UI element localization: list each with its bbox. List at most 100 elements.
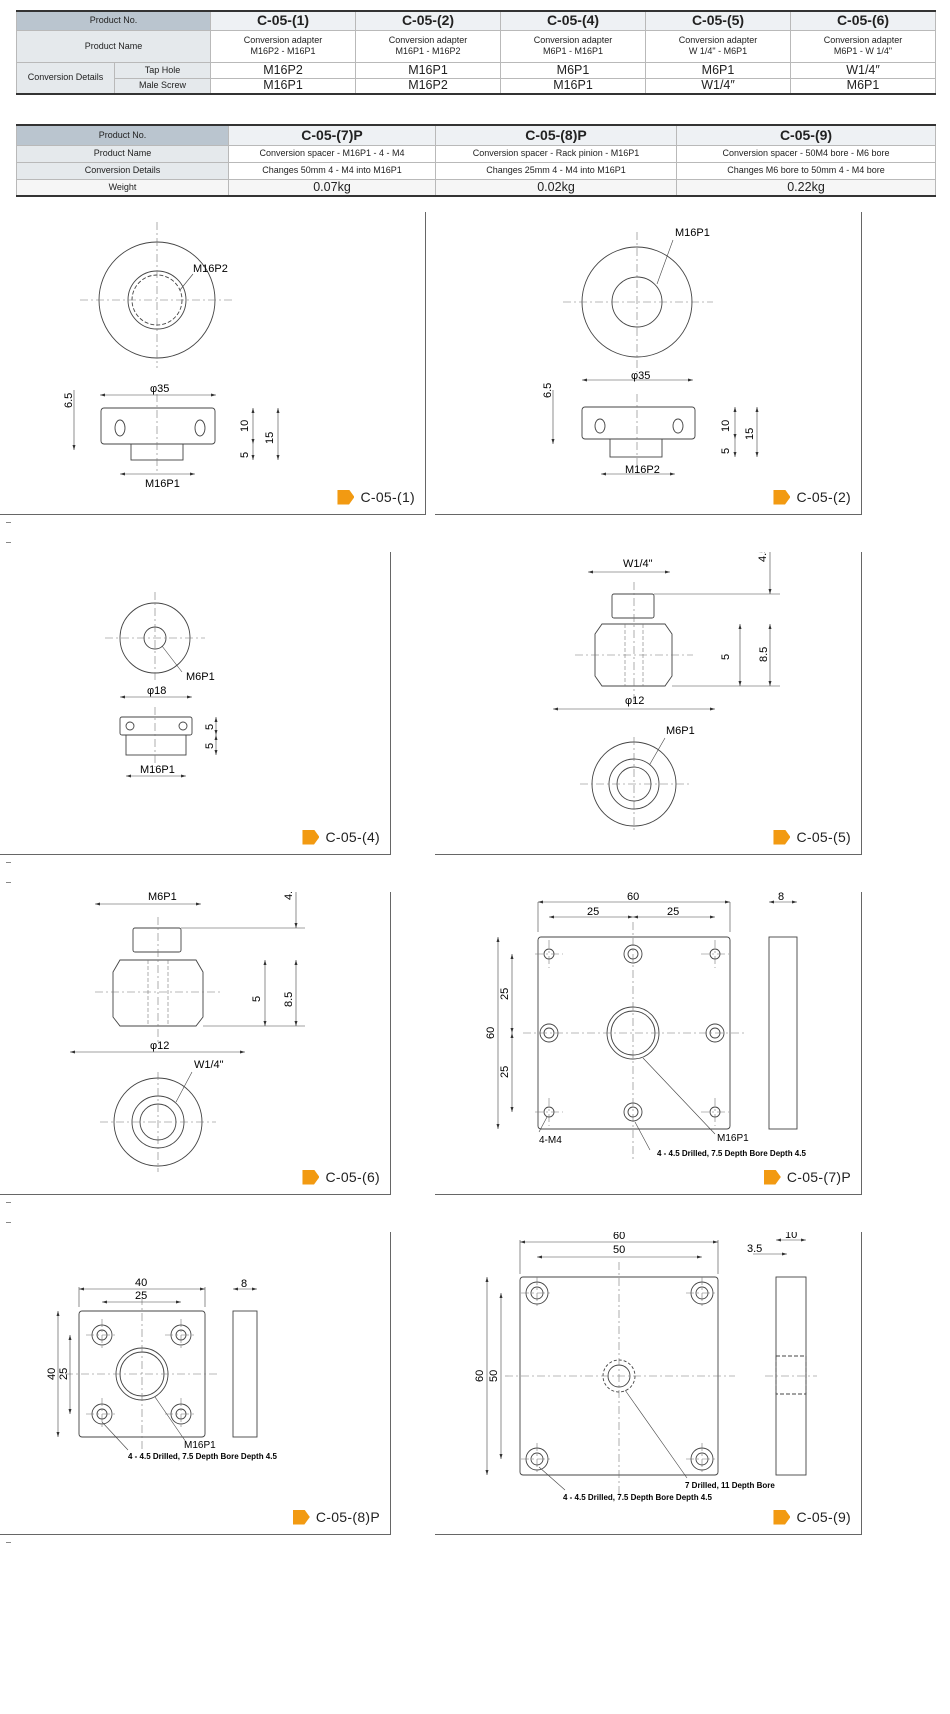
drawing-label: C-05-(7)P <box>786 1169 851 1185</box>
product-name: Conversion spacer - 50M4 bore - M6 bore <box>676 144 936 163</box>
diameter-label: φ18 <box>147 685 166 697</box>
tap-hole-value: M16P1 <box>355 61 501 79</box>
bottom-thread-label: M16P1 <box>145 478 180 490</box>
drawing-label-tag: C-05-(4) <box>302 828 380 846</box>
tap-hole-value: W1/4″ <box>790 61 936 79</box>
height-label: 5 <box>251 996 263 1002</box>
width-label: 25 <box>667 906 679 918</box>
drawing-label-tag: C-05-(5) <box>773 828 851 846</box>
product-name: Conversion spacer - Rack pinion - M16P1 <box>435 144 677 163</box>
center-thread-label: M16P1 <box>184 1440 216 1451</box>
product-name-label: Product Name <box>16 29 211 63</box>
thread-label: M16P2 <box>193 263 228 275</box>
weight-value: 0.02kg <box>435 178 677 197</box>
drawing-label-tag: C-05-(9) <box>773 1508 851 1526</box>
thread-label: W1/4" <box>194 1059 224 1071</box>
product-code: C-05-(7)P <box>228 124 436 146</box>
thread-label: M16P1 <box>675 227 710 239</box>
height-label: 5 <box>204 724 216 730</box>
offset-label: 3.5 <box>747 1243 762 1255</box>
product-code: C-05-(1) <box>210 10 356 31</box>
thread-label: M6P1 <box>186 671 215 683</box>
conversion-details-label: Conversion Details <box>16 61 115 95</box>
width-label: 60 <box>627 892 639 903</box>
divider-mark <box>6 882 11 883</box>
drawing-label: C-05-(5) <box>796 829 851 845</box>
top-thread-label: M6P1 <box>148 892 177 903</box>
height-label: 5 <box>239 452 251 458</box>
spec-table-1: Product No. C-05-(1) C-05-(2) C-05-(4) C… <box>16 10 936 95</box>
drawing-label: C-05-(4) <box>325 829 380 845</box>
height-label: 50 <box>488 1370 500 1382</box>
drawing-label-tag: C-05-(1) <box>337 488 415 506</box>
drawing-c-05-1-svg: M16P2 φ35 6.5 10 15 5 M16P1 <box>63 222 280 490</box>
conversion-detail: Changes 50mm 4 - M4 into M16P1 <box>228 161 436 180</box>
drawing-label: C-05-(8)P <box>315 1509 380 1525</box>
drawing-c-05-8p: 40 25 8 40 25 M16P1 4 - 4.5 Drilled, 7.5… <box>0 1232 391 1535</box>
tap-hole-value: M16P2 <box>210 61 356 79</box>
drawing-c-05-5-svg: W1/4" 4.5 8.5 5 φ12 M6P1 <box>553 552 780 832</box>
product-name: Conversion spacer - M16P1 - 4 - M4 <box>228 144 436 163</box>
divider-mark <box>6 542 11 543</box>
height-label: 15 <box>264 432 276 444</box>
width-label: 50 <box>613 1244 625 1256</box>
height-label: 10 <box>720 420 732 432</box>
top-thread-label: W1/4" <box>623 558 653 570</box>
width-label: 25 <box>135 1290 147 1302</box>
orange-arrow-icon <box>337 489 355 505</box>
center-hole-note: 7 Drilled, 11 Depth Bore <box>685 1481 775 1490</box>
bottom-thread-label: M16P2 <box>625 464 660 476</box>
product-no-label: Product No. <box>16 10 211 31</box>
height-label: 60 <box>485 1027 497 1039</box>
spec-table-2: Product No. C-05-(7)P C-05-(8)P C-05-(9)… <box>16 124 936 197</box>
drawing-c-05-8p-svg: 40 25 8 40 25 M16P1 4 - 4.5 Drilled, 7.5… <box>46 1277 277 1461</box>
height-label: 5 <box>720 448 732 454</box>
diameter-label: φ35 <box>631 370 650 382</box>
drawing-c-05-1: M16P2 φ35 6.5 10 15 5 M16P1 C-05-(1) <box>0 212 426 515</box>
height-label: 25 <box>58 1368 70 1380</box>
height-label: 15 <box>744 428 756 440</box>
weight-label: Weight <box>16 178 229 197</box>
divider-mark <box>6 522 11 523</box>
height-label: 5 <box>720 654 732 660</box>
orange-arrow-icon <box>773 489 791 505</box>
orange-arrow-icon <box>302 829 320 845</box>
drawing-label: C-05-(6) <box>325 1169 380 1185</box>
drawing-c-05-9: 60 50 10 3.5 60 50 7 Drilled, 11 Depth B… <box>435 1232 862 1535</box>
thread-label: M6P1 <box>666 725 695 737</box>
diameter-label: φ12 <box>150 1040 169 1052</box>
diameter-label: φ35 <box>150 383 169 395</box>
product-code: C-05-(8)P <box>435 124 677 146</box>
weight-value: 0.07kg <box>228 178 436 197</box>
drawing-c-05-6-svg: M6P1 4.5 8.5 5 φ12 W1/4" <box>70 892 305 1172</box>
height-label: 4.5 <box>757 552 769 562</box>
male-screw-value: M16P1 <box>210 77 356 95</box>
drawing-label: C-05-(2) <box>796 489 851 505</box>
male-screw-value: M6P1 <box>790 77 936 95</box>
holes-label: 4-M4 <box>539 1135 562 1146</box>
width-label: 40 <box>135 1277 147 1289</box>
drawing-c-05-2: M16P1 φ35 6.5 10 15 5 M16P2 C-05-(2) <box>435 212 862 515</box>
height-label: 25 <box>499 988 511 1000</box>
hole-note: 4 - 4.5 Drilled, 7.5 Depth Bore Depth 4.… <box>657 1149 806 1158</box>
thickness-label: 8 <box>778 892 784 903</box>
product-code: C-05-(9) <box>676 124 936 146</box>
drawing-c-05-7p: 60 25 25 8 60 25 25 4-M4 M16P1 4 - 4.5 D… <box>435 892 862 1195</box>
male-screw-value: W1/4″ <box>645 77 791 95</box>
divider-mark <box>6 862 11 863</box>
width-label: 60 <box>613 1232 625 1242</box>
divider-mark <box>6 1202 11 1203</box>
drawing-label-tag: C-05-(2) <box>773 488 851 506</box>
drawing-c-05-4: M6P1 φ18 5 5 M16P1 C-05-(4) <box>0 552 391 855</box>
product-code: C-05-(4) <box>500 10 646 31</box>
tap-hole-value: M6P1 <box>500 61 646 79</box>
bottom-thread-label: M16P1 <box>140 764 175 776</box>
height-label: 10 <box>239 420 251 432</box>
hole-note: 4 - 4.5 Drilled, 7.5 Depth Bore Depth 4.… <box>563 1493 712 1502</box>
conversion-details-label: Conversion Details <box>16 161 229 180</box>
orange-arrow-icon <box>773 829 791 845</box>
